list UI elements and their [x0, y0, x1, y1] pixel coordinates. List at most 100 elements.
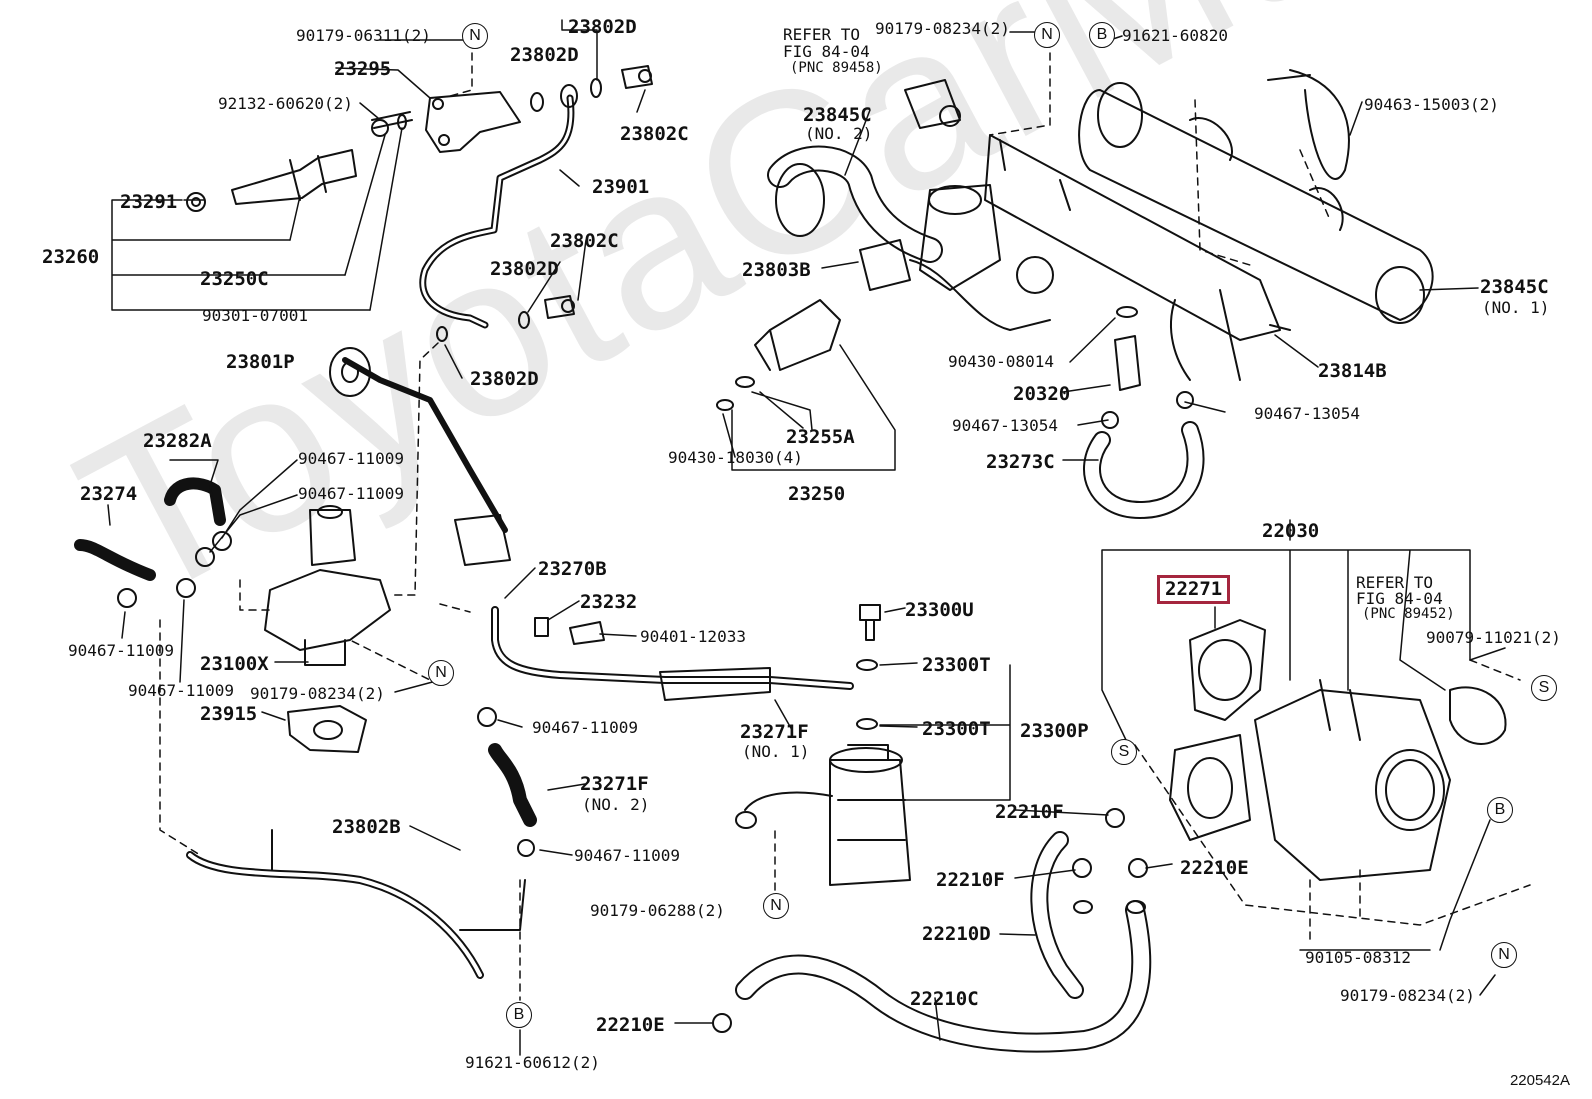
callout-circle-s[interactable]: S — [1531, 675, 1557, 701]
part-label-l47[interactable]: 20320 — [1013, 383, 1071, 405]
part-label-l18[interactable]: 23274 — [80, 483, 138, 505]
callout-circle-n[interactable]: N — [1034, 22, 1060, 48]
part-label-l57[interactable]: (PNC 89452) — [1362, 606, 1455, 622]
part-label-l41[interactable]: 90463-15003(2) — [1364, 95, 1499, 114]
part-label-l52[interactable]: 23273C — [986, 451, 1055, 473]
part-label-l26[interactable]: 23232 — [580, 591, 638, 613]
hose-23274 — [74, 539, 156, 581]
part-label-l58[interactable]: 90079-11021(2) — [1426, 628, 1561, 647]
part-label-l20[interactable]: 90467-11009 — [68, 641, 174, 660]
part-label-l50[interactable]: 23255A — [786, 426, 855, 448]
part-label-l36[interactable]: (PNC 89458) — [790, 60, 883, 76]
part-label-l54[interactable]: 22030 — [1262, 520, 1320, 542]
part-label-l24[interactable]: 23915 — [200, 703, 258, 725]
part-label-l65[interactable]: 22210F — [995, 801, 1064, 823]
part-label-l71[interactable]: 22210E — [596, 1014, 665, 1036]
part-label-l28[interactable]: 90467-11009 — [532, 718, 638, 737]
part-label-l02[interactable]: 23295 — [334, 58, 392, 80]
part-label-l37[interactable]: 90179-08234(2) — [875, 19, 1010, 38]
part-label-l49[interactable]: 90467-13054 — [1254, 404, 1360, 423]
callout-circle-n[interactable]: N — [763, 893, 789, 919]
bracket-23295-drawing — [371, 91, 521, 153]
part-label-l66[interactable]: 22210F — [936, 869, 1005, 891]
part-label-l12[interactable]: 23802D — [490, 258, 559, 280]
part-label-l53[interactable]: 23250 — [788, 483, 846, 505]
part-label-l08[interactable]: 23901 — [592, 176, 650, 198]
part-label-l39[interactable]: 23845C — [803, 104, 872, 126]
part-label-l32[interactable]: 23802B — [332, 816, 401, 838]
part-label-l15[interactable]: 23802D — [470, 368, 539, 390]
part-label-l29[interactable]: 23271F — [580, 773, 649, 795]
part-label-l07[interactable]: 23291 — [120, 191, 178, 213]
vsv-23803b — [859, 239, 911, 291]
part-label-l61[interactable]: 23300T — [922, 718, 991, 740]
part-label-l59[interactable]: 23300U — [905, 599, 974, 621]
part-label-l30[interactable]: (NO. 2) — [582, 795, 650, 814]
callout-letter: N — [469, 27, 481, 44]
part-label-l04[interactable]: 23802D — [510, 44, 579, 66]
part-label-l51[interactable]: 90430-18030(4) — [668, 448, 803, 467]
callout-circle-n[interactable]: N — [462, 23, 488, 49]
part-label-l11[interactable]: 23250C — [200, 268, 269, 290]
intake-23845c-no1 — [1078, 89, 1434, 321]
part-label-l69[interactable]: 22210D — [922, 923, 991, 945]
part-label-l05[interactable]: 92132-60620(2) — [218, 94, 353, 113]
part-label-l22[interactable]: 23100X — [200, 653, 269, 675]
part-label-l16[interactable]: 23282A — [143, 430, 212, 452]
part-label-l73[interactable]: 90179-08234(2) — [1340, 986, 1475, 1005]
part-label-l45[interactable]: 90430-08014 — [948, 352, 1054, 371]
part-label-l31[interactable]: 90467-11009 — [574, 846, 680, 865]
part-label-l42[interactable]: 23803B — [742, 259, 811, 281]
part-label-l03[interactable]: 23802D — [568, 16, 637, 38]
callout-circle-s[interactable]: S — [1111, 739, 1137, 765]
hose-23282a — [164, 477, 226, 526]
part-label-l19[interactable]: 90467-11009 — [298, 484, 404, 503]
part-label-l67[interactable]: 22210E — [1180, 857, 1249, 879]
part-label-l33[interactable]: 91621-60612(2) — [465, 1053, 600, 1072]
part-label-l27[interactable]: 90401-12033 — [640, 627, 746, 646]
highlighted-part-label[interactable]: 22271 — [1157, 575, 1231, 604]
part-label-l35[interactable]: FIG 84-04 — [783, 42, 870, 61]
part-label-l55[interactable]: REFER TO — [1356, 573, 1434, 592]
part-label-l17[interactable]: 90467-11009 — [298, 449, 404, 468]
pipe-23802b — [186, 851, 484, 979]
part-label-l60[interactable]: 23300T — [922, 654, 991, 676]
throttle-body-22030 — [1254, 689, 1451, 881]
part-label-l62[interactable]: 23300P — [1020, 720, 1089, 742]
part-label-l72[interactable]: 90105-08312 — [1305, 948, 1411, 967]
part-label-l14[interactable]: 23801P — [226, 351, 295, 373]
sensor-23250 — [769, 299, 841, 371]
part-label-l34[interactable]: REFER TO — [783, 25, 861, 44]
part-label-l68[interactable]: 90179-06288(2) — [590, 901, 725, 920]
part-label-l21[interactable]: 90467-11009 — [128, 681, 234, 700]
callout-circle-b[interactable]: B — [1089, 22, 1115, 48]
part-label-l48[interactable]: 90467-13054 — [952, 416, 1058, 435]
callout-circle-n[interactable]: N — [1491, 942, 1517, 968]
part-label-l23[interactable]: 90179-08234(2) — [250, 684, 385, 703]
callout-circle-b[interactable]: B — [1487, 797, 1513, 823]
part-label-l46[interactable]: 23814B — [1318, 360, 1387, 382]
part-label-l09[interactable]: 23260 — [42, 246, 100, 268]
hose-23271f-no2 — [488, 743, 537, 827]
regulator-23100x — [264, 569, 391, 651]
part-label-l64[interactable]: (NO. 1) — [742, 742, 810, 761]
part-label-l01[interactable]: 90179-06311(2) — [296, 26, 431, 45]
callout-circle-b[interactable]: B — [506, 1002, 532, 1028]
callout-letter: N — [1041, 26, 1053, 43]
part-label-l56[interactable]: FIG 84-04 — [1356, 589, 1443, 608]
part-label-l38[interactable]: 91621-60820 — [1122, 26, 1228, 45]
part-label-l43[interactable]: 23845C — [1480, 276, 1549, 298]
callout-circle-n[interactable]: N — [428, 660, 454, 686]
callout-letter: N — [435, 664, 447, 681]
callout-letter: S — [1538, 679, 1550, 696]
part-label-l44[interactable]: (NO. 1) — [1482, 298, 1550, 317]
part-label-l40[interactable]: (NO. 2) — [805, 124, 873, 143]
part-label-l06[interactable]: 23802C — [620, 123, 689, 145]
part-label-l70[interactable]: 22210C — [910, 988, 979, 1010]
part-label-l10[interactable]: 23802C — [550, 230, 619, 252]
part-label-l63[interactable]: 23271F — [740, 721, 809, 743]
part-label-l25[interactable]: 23270B — [538, 558, 607, 580]
cold-start-injector-drawing — [186, 114, 407, 212]
part-label-l13[interactable]: 90301-07001 — [202, 306, 308, 325]
delivery-pipe-drawing — [984, 134, 1281, 341]
